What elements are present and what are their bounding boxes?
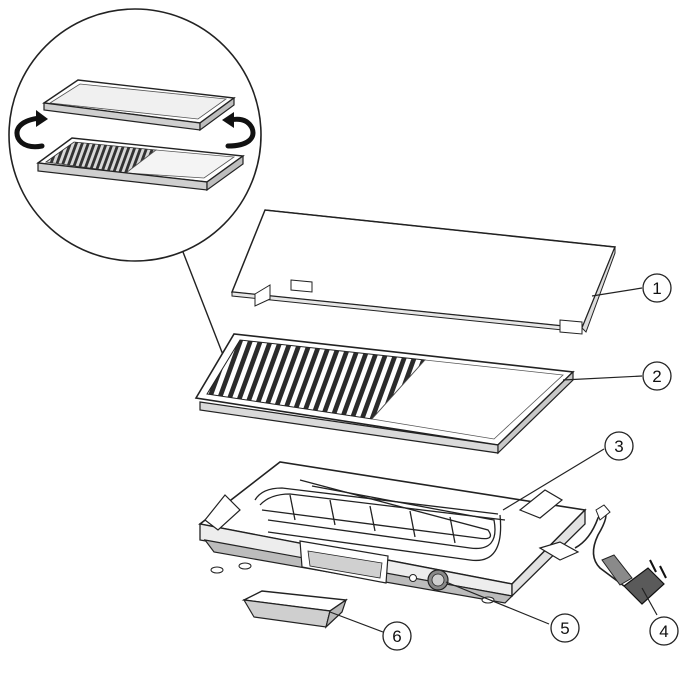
callout-5-label: 5 — [560, 619, 569, 638]
rotate-arrow-right-icon — [222, 112, 256, 149]
detail-inset — [8, 8, 262, 379]
callout-6-label: 6 — [392, 627, 401, 646]
callout-4: 4 — [649, 616, 679, 646]
heating-element — [254, 479, 506, 562]
callout-5: 5 — [550, 613, 580, 643]
grill-base — [198, 461, 587, 604]
power-cord — [574, 504, 667, 605]
grill-plate — [194, 333, 575, 455]
drip-tray — [241, 590, 348, 629]
callout-2: 2 — [642, 361, 672, 391]
callout-1: 1 — [642, 273, 672, 303]
callout-6: 6 — [382, 621, 412, 651]
rotate-arrow-left-icon — [14, 110, 48, 150]
lid — [230, 209, 617, 335]
callout-2-label: 2 — [652, 367, 661, 386]
leader-lines — [329, 287, 658, 633]
callout-4-label: 4 — [659, 622, 668, 641]
inset-plate-ribbed — [36, 137, 245, 192]
inset-circle — [8, 8, 262, 262]
callout-1-label: 1 — [652, 279, 661, 298]
inset-plate-flipped — [42, 79, 236, 132]
thermostat-knob — [409, 569, 449, 591]
callout-3: 3 — [604, 431, 634, 461]
callout-3-label: 3 — [614, 437, 623, 456]
